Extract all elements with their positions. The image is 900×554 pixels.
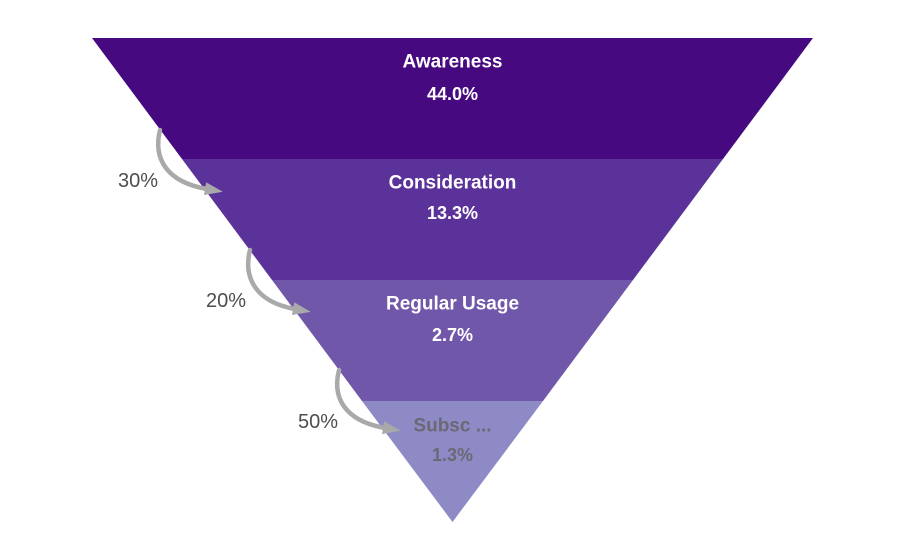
stage-label-consideration: Consideration bbox=[389, 173, 517, 194]
stage-value-consideration: 13.3% bbox=[427, 203, 478, 223]
conversion-arrow-awareness-consideration bbox=[156, 127, 223, 196]
funnel-stage-subscription[interactable] bbox=[362, 401, 543, 522]
stage-label-awareness: Awareness bbox=[403, 52, 503, 73]
stage-value-awareness: 44.0% bbox=[427, 84, 478, 104]
conversion-label-2: 20% bbox=[206, 290, 246, 312]
conversion-arrow-consideration-regular-usage bbox=[245, 247, 311, 316]
funnel-stage-awareness[interactable] bbox=[92, 38, 813, 159]
conversion-arrow-regular-usage-subscription bbox=[335, 367, 401, 435]
stage-value-regular-usage: 2.7% bbox=[432, 325, 473, 345]
stage-label-regular-usage: Regular Usage bbox=[386, 294, 519, 315]
stage-value-subscription: 1.3% bbox=[432, 445, 473, 465]
funnel-stage-regular-usage[interactable] bbox=[272, 280, 633, 401]
conversion-label-1: 30% bbox=[118, 170, 158, 192]
funnel-stage-consideration[interactable] bbox=[182, 159, 723, 280]
stage-label-subscription: Subsc ... bbox=[413, 416, 491, 437]
conversion-label-3: 50% bbox=[298, 411, 338, 433]
